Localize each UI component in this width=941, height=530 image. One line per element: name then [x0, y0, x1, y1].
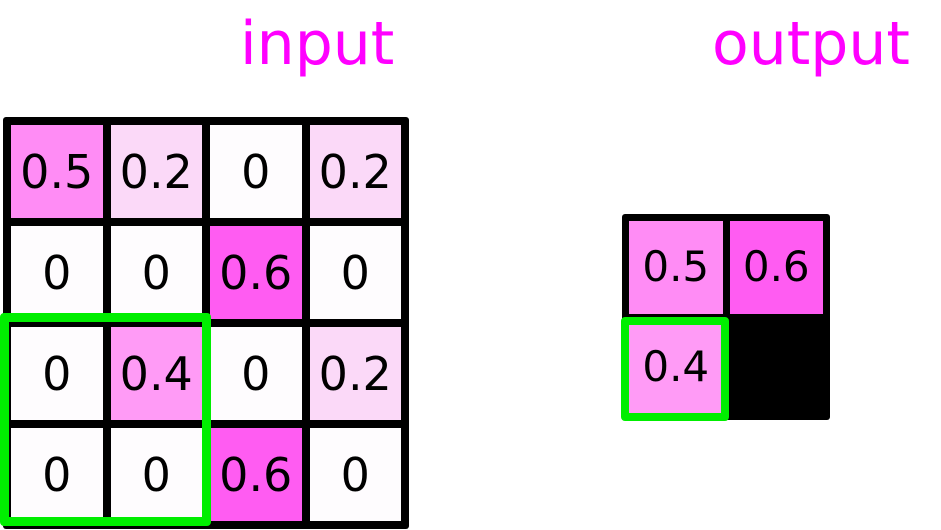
input-cell-r3-c2: 0.6: [210, 428, 302, 521]
input-cell-r1-c3: 0: [309, 226, 401, 319]
input-cell-r2-c1: 0.4: [110, 327, 202, 420]
input-cell-r1-c0: 0: [11, 226, 103, 319]
input-cell-r0-c1: 0.2: [110, 125, 202, 218]
output-cell-r0-c0: 0.5: [629, 221, 723, 314]
input-cell-r3-c3: 0: [309, 428, 401, 521]
input-cell-r2-c3: 0.2: [309, 327, 401, 420]
input-cell-r0-c0: 0.5: [11, 125, 103, 218]
input-cell-r2-c2: 0: [210, 327, 302, 420]
output-cell-r1-c0: 0.4: [629, 320, 723, 413]
input-cell-r3-c1: 0: [110, 428, 202, 521]
input-cell-r2-c0: 0: [11, 327, 103, 420]
output-cell-r0-c1: 0.6: [729, 221, 823, 314]
input-cell-r1-c1: 0: [110, 226, 202, 319]
output-cell-r1-c1: [730, 321, 824, 414]
output-title: output: [712, 9, 910, 79]
input-cell-r3-c0: 0: [11, 428, 103, 521]
input-title: input: [240, 9, 395, 79]
input-cell-r1-c2: 0.6: [210, 226, 302, 319]
input-cell-r0-c2: 0: [210, 125, 302, 218]
input-cell-r0-c3: 0.2: [309, 125, 401, 218]
